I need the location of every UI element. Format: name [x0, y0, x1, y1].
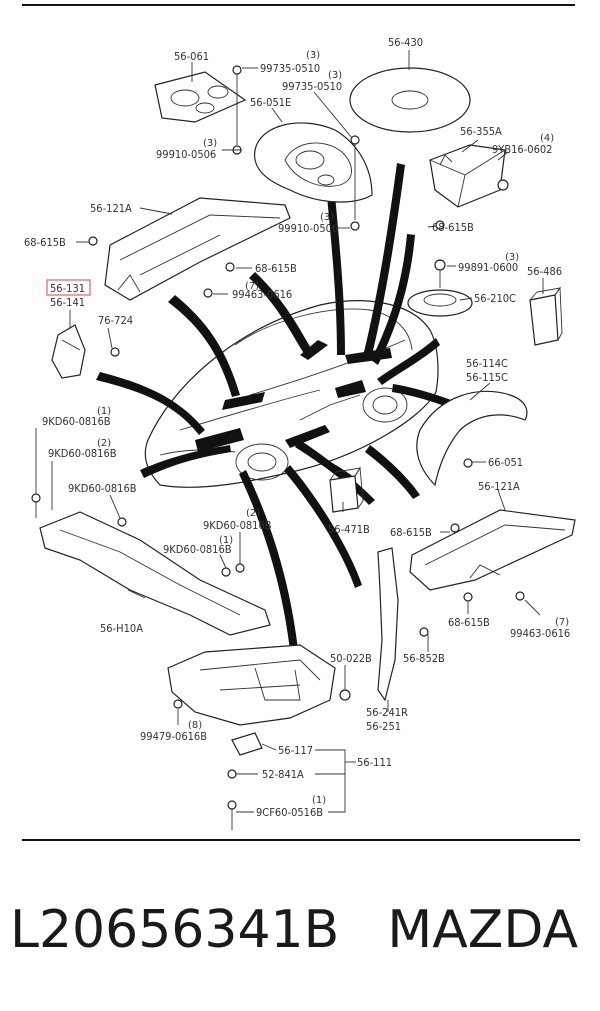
qty-label: (7)	[245, 281, 259, 292]
label-56-117: 56-117	[278, 744, 313, 757]
label-52-841a: 52-841A	[262, 768, 304, 781]
part-labels: 56-061 (3) 99735-0510 (3) 99735-0510 56-…	[24, 36, 570, 819]
label-56-121a: 56-121A	[90, 202, 132, 215]
label-99910-0506b: 99910-0506	[278, 222, 338, 235]
label-56-251: 56-251	[366, 720, 401, 733]
label-68-615b: 68-615B	[432, 221, 474, 234]
qty-label: (1)	[219, 535, 233, 546]
brand-name: MAZDA	[387, 900, 579, 960]
qty-label: (2)	[246, 508, 260, 519]
qty-label: (3)	[203, 138, 217, 149]
label-56-430: 56-430	[388, 36, 423, 49]
part-56-241r	[377, 547, 399, 702]
label-76-724: 76-724	[98, 314, 133, 327]
part-56-061	[154, 71, 247, 123]
label-56-121a: 56-121A	[478, 480, 520, 493]
label-9cf60-0516b: 9CF60-0516B	[256, 806, 323, 819]
label-9yb16-0602: 9YB16-0602	[492, 143, 552, 156]
qty-label: (2)	[97, 438, 111, 449]
label-99463-0616: 99463-0616	[232, 288, 292, 301]
label-99463-0616b: 99463-0616	[510, 627, 570, 640]
part-56-471b	[329, 466, 364, 513]
label-56-111: 56-111	[357, 756, 392, 769]
qty-label: (3)	[320, 212, 334, 223]
label-56-061: 56-061	[174, 50, 209, 63]
qty-label: (1)	[97, 406, 111, 417]
part-56-121a-top	[104, 197, 291, 301]
qty-label: (3)	[505, 252, 519, 263]
label-56-051e: 56-051E	[250, 96, 291, 109]
part-56-131-bracket	[51, 324, 86, 379]
qty-label: (3)	[306, 50, 320, 61]
label-56-h10a: 56-H10A	[100, 622, 143, 635]
label-68-615b: 68-615B	[390, 526, 432, 539]
label-99479-0616b: 99479-0616B	[140, 730, 207, 743]
footer-title: L20656341B MAZDA	[10, 900, 590, 970]
part-number: L20656341B	[10, 900, 340, 960]
label-56-471b: 56-471B	[328, 523, 370, 536]
label-9kd60-0816b: 9KD60-0816B	[68, 482, 137, 495]
label-56-241r: 56-241R	[366, 706, 408, 719]
label-56-486: 56-486	[527, 265, 562, 278]
part-56-114c	[416, 390, 528, 487]
label-56-131: 56-131	[50, 282, 85, 295]
label-56-141: 56-141	[50, 296, 85, 309]
label-9kd60-0816b: 9KD60-0816B	[203, 519, 272, 532]
part-56-486	[529, 286, 563, 346]
qty-label: (3)	[328, 70, 342, 81]
label-66-051: 66-051	[488, 456, 523, 469]
part-56-121a-bottom	[409, 509, 576, 591]
qty-label: (7)	[555, 617, 569, 628]
qty-label: (8)	[188, 720, 202, 731]
label-99735-0510: 99735-0510	[260, 62, 320, 75]
label-68-615b: 68-615B	[255, 262, 297, 275]
part-56-111	[167, 644, 336, 726]
label-68-615b: 68-615B	[448, 616, 490, 629]
label-50-022b: 50-022B	[330, 652, 372, 665]
label-56-210c: 56-210C	[474, 292, 516, 305]
part-56-210c	[407, 289, 473, 317]
fasteners	[31, 65, 525, 825]
qty-label: (4)	[540, 133, 554, 144]
label-99910-0506: 99910-0506	[156, 148, 216, 161]
label-9kd60-0816b: 9KD60-0816B	[163, 543, 232, 556]
qty-label: (1)	[312, 795, 326, 806]
label-68-615b: 68-615B	[24, 236, 66, 249]
label-9kd60-0816b: 9KD60-0816B	[48, 447, 117, 460]
part-56-355a	[429, 144, 506, 208]
label-99891-0600: 99891-0600	[458, 261, 518, 274]
part-56-051e	[254, 122, 373, 203]
label-56-355a: 56-355A	[460, 125, 502, 138]
label-9kd60-0816b: 9KD60-0816B	[42, 415, 111, 428]
label-56-115c: 56-115C	[466, 371, 508, 384]
leader-lines	[35, 50, 544, 830]
part-56-430	[349, 67, 471, 133]
part-56-h10a	[39, 511, 271, 636]
part-56-117	[231, 732, 263, 756]
highlighted-part-box	[46, 279, 91, 296]
label-99735-0510b: 99735-0510	[282, 80, 342, 93]
label-56-852b: 56-852B	[403, 652, 445, 665]
label-56-114c: 56-114C	[466, 357, 508, 370]
